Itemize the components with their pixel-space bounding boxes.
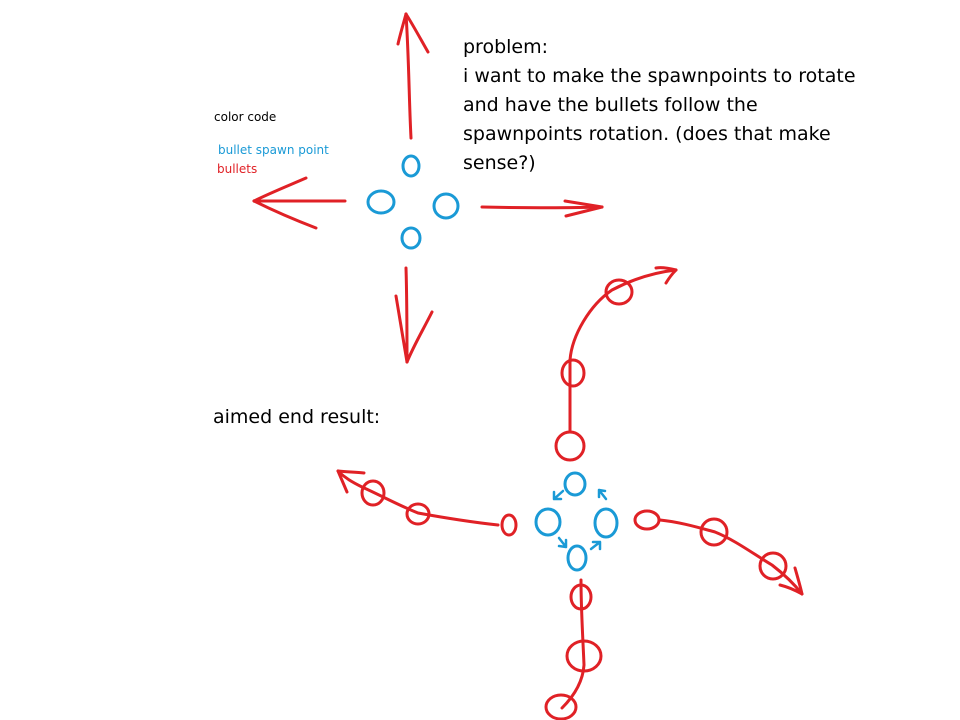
arrow-left — [252, 176, 347, 230]
problem-description: problem: i want to make the spawnpoints … — [463, 33, 856, 178]
bullet — [500, 513, 518, 537]
problem-heading: problem: — [463, 36, 549, 58]
bullet — [569, 583, 593, 611]
bullet — [758, 551, 788, 581]
spawn-point-left — [534, 507, 562, 537]
path-down — [560, 578, 586, 710]
bullet — [544, 693, 578, 720]
result-label: aimed end result: — [213, 406, 381, 428]
arrow-right — [480, 199, 604, 218]
legend-title: color code — [214, 110, 277, 124]
legend-item-spawn-point: bullet spawn point — [218, 143, 329, 157]
legend-item-bullets: bullets — [217, 162, 258, 176]
bullet — [405, 502, 431, 526]
bullet — [604, 278, 634, 306]
bottom-spawn-points — [534, 471, 619, 572]
problem-line: and have the bullets follow the — [463, 94, 758, 116]
rotation-arrow-bottom-left — [557, 536, 568, 549]
bullet — [554, 430, 586, 462]
path-right — [658, 518, 804, 596]
top-spawn-points — [366, 154, 460, 250]
rotation-arrow-top-right — [597, 488, 608, 501]
top-bullet-arrows — [252, 12, 604, 364]
bullet — [565, 639, 603, 673]
problem-line: i want to make the spawnpoints to rotate — [463, 65, 856, 87]
arrowhead-right — [778, 566, 804, 596]
spawn-point-top — [401, 154, 421, 178]
rotation-arrow-bottom-right — [589, 540, 602, 551]
rotation-arrow-top-left — [552, 489, 565, 501]
bullet — [633, 509, 661, 531]
arrow-up — [396, 12, 430, 140]
spawn-point-left — [366, 189, 396, 215]
bullet — [560, 358, 586, 388]
problem-line: sense?) — [463, 152, 536, 174]
spawn-point-right — [432, 192, 460, 220]
path-up — [568, 268, 678, 434]
spawn-point-top — [563, 471, 587, 497]
problem-line: spawnpoints rotation. (does that make — [463, 123, 831, 145]
bottom-bullets — [360, 278, 788, 720]
bullet — [360, 479, 386, 507]
arrowhead-left — [336, 469, 366, 494]
path-left — [336, 469, 500, 527]
bottom-bullet-paths — [336, 266, 804, 710]
arrow-down — [394, 266, 434, 364]
spawn-point-bottom — [400, 226, 422, 250]
bullet — [699, 517, 729, 547]
spawn-point-right — [593, 507, 619, 539]
rotation-arrows — [552, 488, 608, 551]
arrowhead-up — [654, 266, 678, 285]
spawn-point-bottom — [566, 544, 588, 572]
